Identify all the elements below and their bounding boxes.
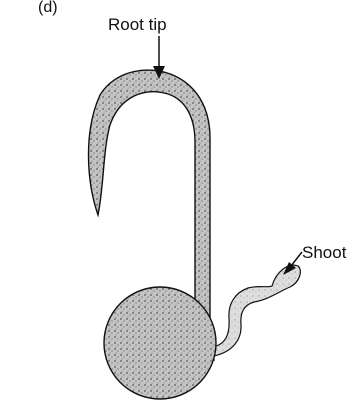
- panel-label: (d): [38, 0, 58, 16]
- shoot: [213, 265, 300, 356]
- seed: [104, 287, 216, 399]
- root-tip-label: Root tip: [108, 16, 167, 33]
- shoot-label: Shoot: [302, 244, 346, 261]
- shoot-arrow: [291, 252, 302, 266]
